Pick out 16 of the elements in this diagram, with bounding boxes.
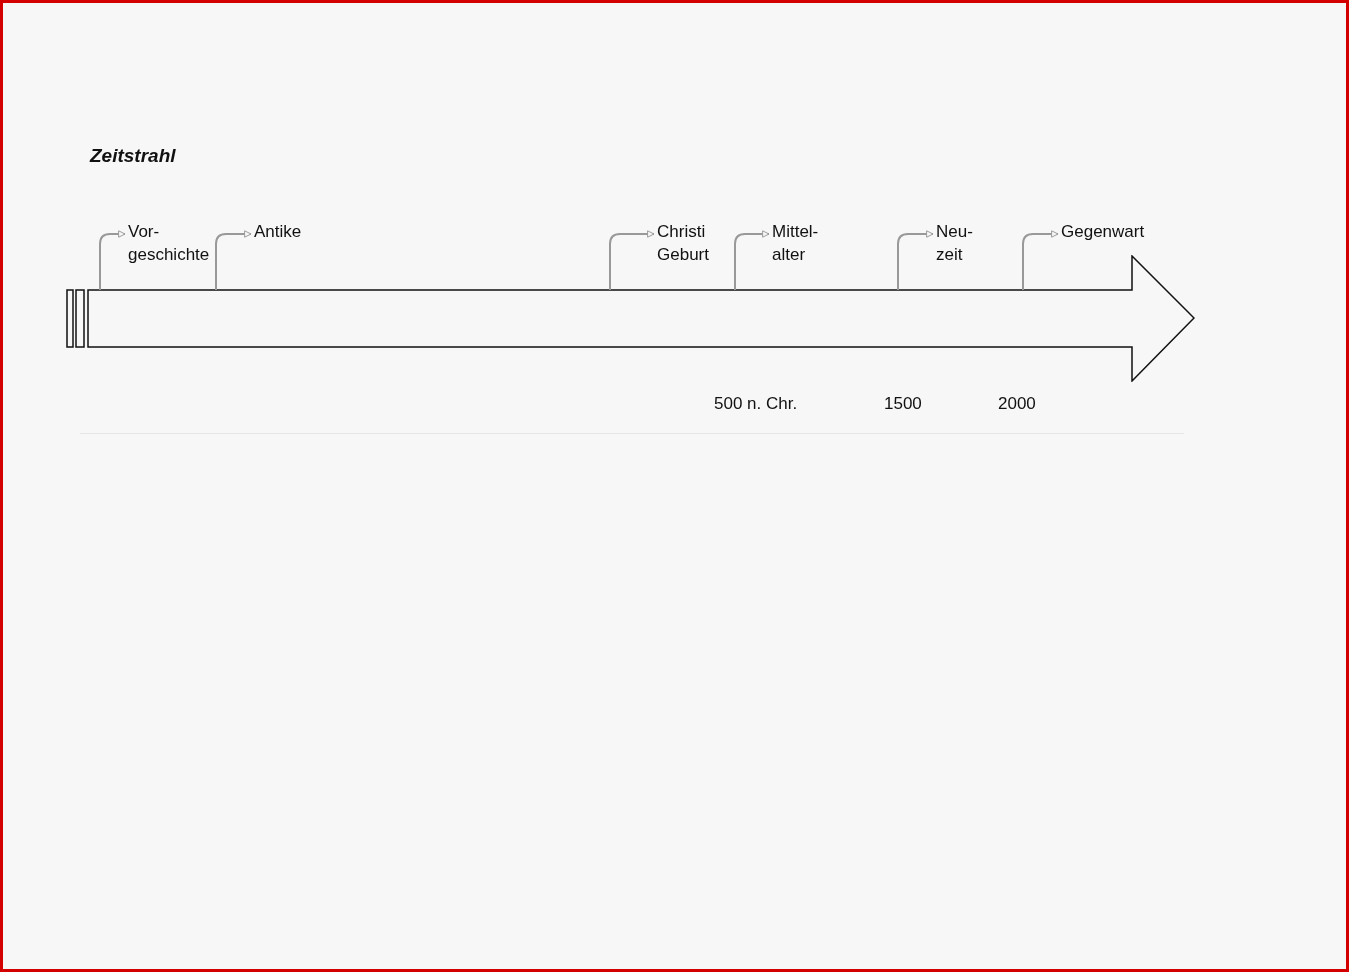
bent-arrow [1022, 230, 1059, 291]
bent-arrow [897, 230, 934, 291]
date-label: 2000 [998, 393, 1036, 415]
era-label: Antike [254, 221, 303, 243]
era-label: Gegenwart [1061, 221, 1146, 243]
bent-arrow [609, 230, 655, 291]
date-label: 1500 [884, 393, 922, 415]
bent-arrow [734, 230, 770, 291]
bent-arrow [215, 230, 252, 291]
era-label: Neu- zeit [936, 221, 974, 266]
date-label: 500 n. Chr. [714, 393, 798, 415]
bent-arrow [99, 230, 126, 291]
title: Zeitstrahl [90, 144, 176, 167]
era-label: Mittel- alter [772, 221, 820, 266]
era-label: Vor- geschichte [128, 221, 211, 266]
era-label: Christi Geburt [657, 221, 710, 266]
